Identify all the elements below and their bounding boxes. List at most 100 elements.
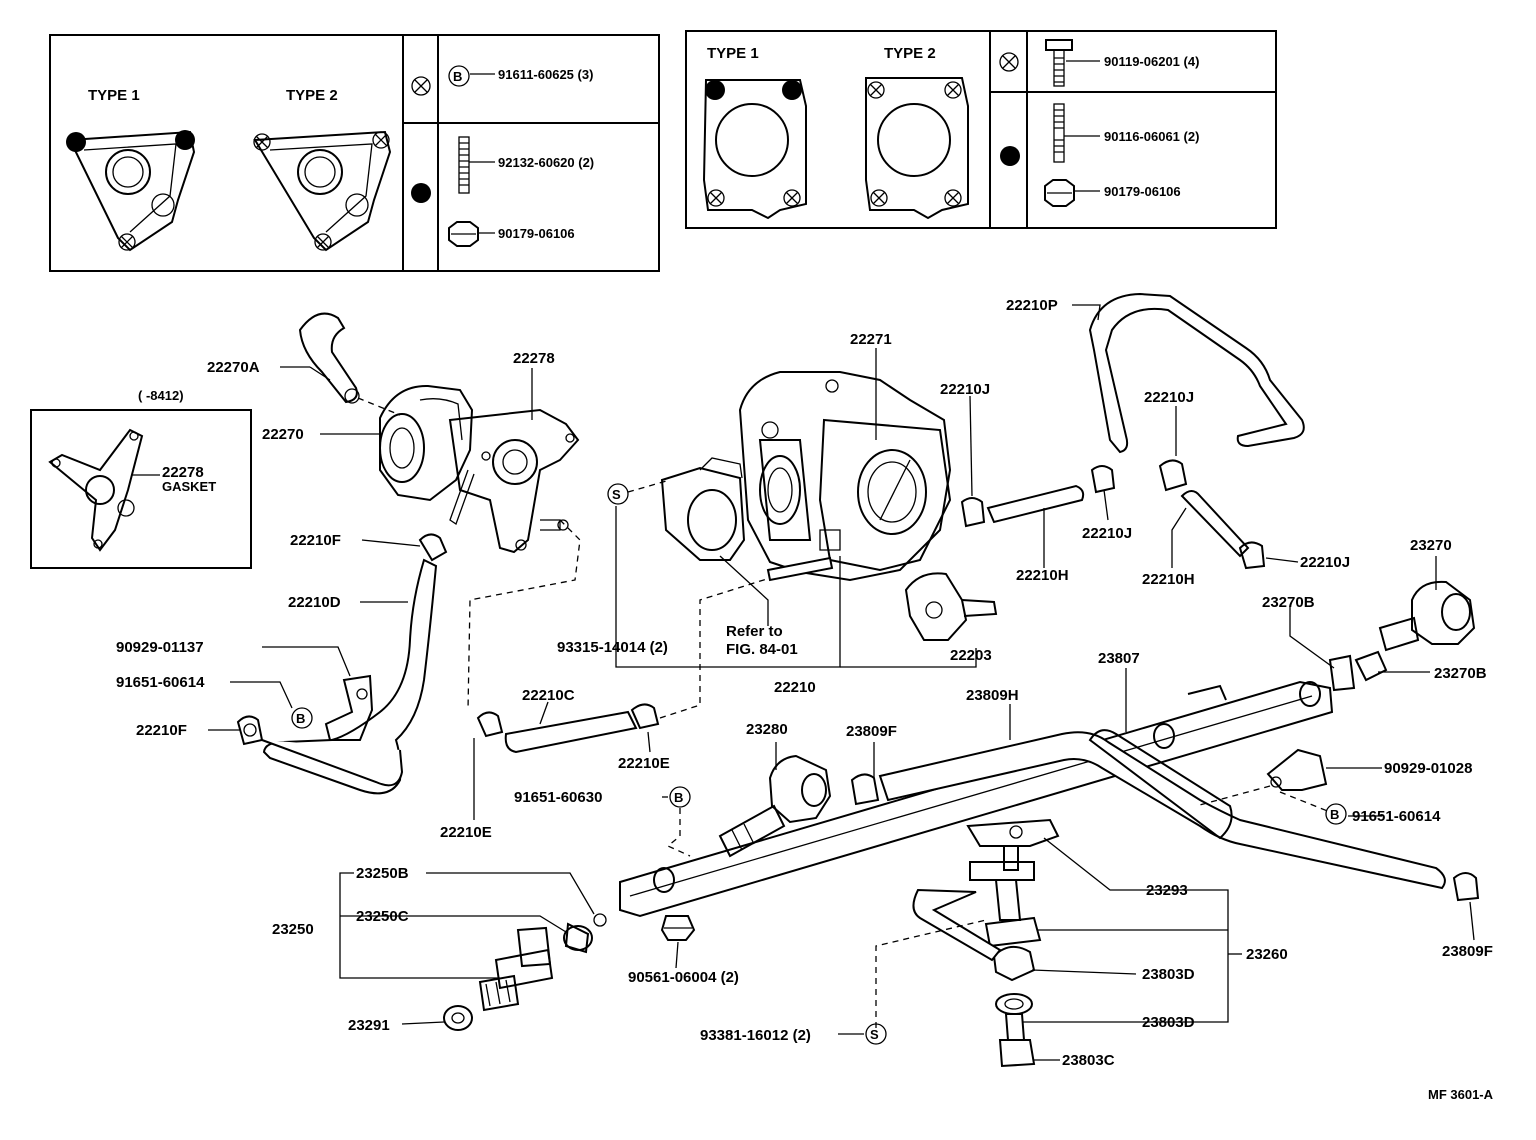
- dash-b-630-guide: [666, 808, 691, 857]
- type2-label: TYPE 2: [286, 87, 338, 104]
- hose-22210c: [476, 703, 660, 754]
- dash-bracket-guide: [1195, 785, 1271, 807]
- gasket-type1-drawing: [702, 79, 807, 220]
- label-22210j-2: 22210J: [1082, 525, 1132, 542]
- pressure-regulator-23270: [1328, 580, 1476, 692]
- bracket-type2-drawing: [253, 130, 392, 252]
- label-22210j-4: 22210J: [1300, 554, 1350, 571]
- label-23291: 23291: [348, 1017, 390, 1034]
- inset-part-label: 22278: [162, 464, 204, 481]
- cross-symbol-icon: [411, 76, 431, 96]
- dash-s-lower-guide: [875, 919, 987, 1028]
- bracket-90929-01028: [1266, 748, 1328, 791]
- inset-note: GASKET: [162, 479, 216, 494]
- label-22203: 22203: [950, 647, 992, 664]
- injector-23250: [478, 913, 607, 1012]
- label-22278: 22278: [513, 350, 555, 367]
- hose-22210d: [262, 558, 438, 795]
- label-90561-06004: 90561-06004 (2): [628, 969, 739, 986]
- gasket-inset: ( -8412) 22278 GASKET: [30, 388, 252, 569]
- part-number-nut: 90179-06106: [498, 226, 575, 241]
- bracket-90929-01137: [324, 674, 374, 741]
- dash-hose-guide: [467, 519, 581, 711]
- hose-22210d-outer: [261, 739, 404, 787]
- type2-label: TYPE 2: [884, 45, 936, 62]
- label-23809f-right: 23809F: [1442, 943, 1493, 960]
- label-23803d: 23803D: [1142, 966, 1195, 983]
- label-22210p: 22210P: [1006, 297, 1058, 314]
- fuel-delivery-pipe-23807: [619, 680, 1334, 918]
- label-22210c: 22210C: [522, 687, 575, 704]
- cross-symbol-icon: [999, 52, 1019, 72]
- hose-22210p: [1088, 292, 1305, 570]
- hose-23809h: [878, 731, 1446, 890]
- legend-box-left: TYPE 1 TYPE 2: [49, 34, 660, 272]
- stud-icon: [1053, 103, 1065, 163]
- label-22270: 22270: [262, 426, 304, 443]
- label-23250b: 23250B: [356, 865, 409, 882]
- b-symbol-icon: B: [669, 786, 691, 808]
- part-number-bolt: 90119-06201 (4): [1104, 54, 1199, 69]
- label-22270a: 22270A: [207, 359, 260, 376]
- throttle-sensor-22203: [904, 572, 998, 641]
- s-symbol-icon: S: [865, 1023, 887, 1045]
- svg-text:B: B: [453, 69, 462, 84]
- label-refer-to: Refer to: [726, 623, 783, 640]
- svg-text:B: B: [296, 711, 305, 726]
- label-22210j-3: 22210J: [1144, 389, 1194, 406]
- filled-dot-icon: [411, 183, 431, 203]
- filled-dot-icon: [1000, 146, 1020, 166]
- type1-label: TYPE 1: [88, 87, 140, 104]
- legend-box-right: TYPE 1 TYPE 2: [685, 30, 1277, 229]
- figure-code: MF 3601-A: [1428, 1087, 1494, 1102]
- label-90929-01137: 90929-01137: [116, 639, 204, 656]
- label-23807: 23807: [1098, 650, 1140, 667]
- label-22210h: 22210H: [1016, 567, 1069, 584]
- air-valve-assembly: [298, 312, 580, 562]
- gasket-type2-drawing: [865, 77, 969, 220]
- label-23260: 23260: [1246, 946, 1288, 963]
- throttle-stud: [766, 556, 834, 582]
- label-23293: 23293: [1146, 882, 1188, 899]
- part-number-nut: 90179-06106: [1104, 184, 1181, 199]
- label-23270b: 23270B: [1262, 594, 1315, 611]
- bracket-type1-drawing: [66, 130, 196, 252]
- label-23803d-lower: 23803D: [1142, 1014, 1195, 1031]
- label-90929-01028: 90929-01028: [1384, 760, 1472, 777]
- dash-s-guide: [627, 479, 671, 493]
- label-22210h-right: 22210H: [1142, 571, 1195, 588]
- nut-icon: [448, 221, 479, 247]
- label-22210f-lower: 22210F: [136, 722, 187, 739]
- leader-lines: [208, 304, 1475, 1061]
- intake-elbow: [660, 457, 746, 561]
- b-symbol-icon: B: [448, 65, 470, 87]
- label-23809h: 23809H: [966, 687, 1019, 704]
- label-fig-84-01: FIG. 84-01: [726, 641, 798, 658]
- part-number-bolt: 91611-60625 (3): [498, 67, 593, 82]
- fuel-union-23260: [912, 818, 1060, 1068]
- label-91651-60614: 91651-60614: [116, 674, 205, 691]
- svg-text:B: B: [1330, 807, 1339, 822]
- clamp-23809f-left: [850, 773, 880, 806]
- hose-22210h-center: [960, 465, 1116, 528]
- label-23270b-right: 23270B: [1434, 665, 1487, 682]
- label-91651-60614-right: 91651-60614: [1352, 808, 1441, 825]
- label-23250c: 23250C: [356, 908, 409, 925]
- label-93381-16012: 93381-16012 (2): [700, 1027, 811, 1044]
- label-23803c: 23803C: [1062, 1052, 1115, 1069]
- b-symbol-icon: B: [1325, 803, 1347, 825]
- label-22210d: 22210D: [288, 594, 341, 611]
- type1-label: TYPE 1: [707, 45, 759, 62]
- part-number-stud: 92132-60620 (2): [498, 155, 594, 170]
- label-22271: 22271: [850, 331, 892, 348]
- label-23809f: 23809F: [846, 723, 897, 740]
- label-23270: 23270: [1410, 537, 1452, 554]
- label-91651-60630: 91651-60630: [514, 789, 602, 806]
- dash-b-guide: [1279, 791, 1331, 813]
- label-22210e-right: 22210E: [618, 755, 670, 772]
- inset-range: ( -8412): [138, 388, 184, 403]
- svg-text:B: B: [674, 790, 683, 805]
- b-symbol-icon: B: [291, 707, 313, 729]
- label-22210f: 22210F: [290, 532, 341, 549]
